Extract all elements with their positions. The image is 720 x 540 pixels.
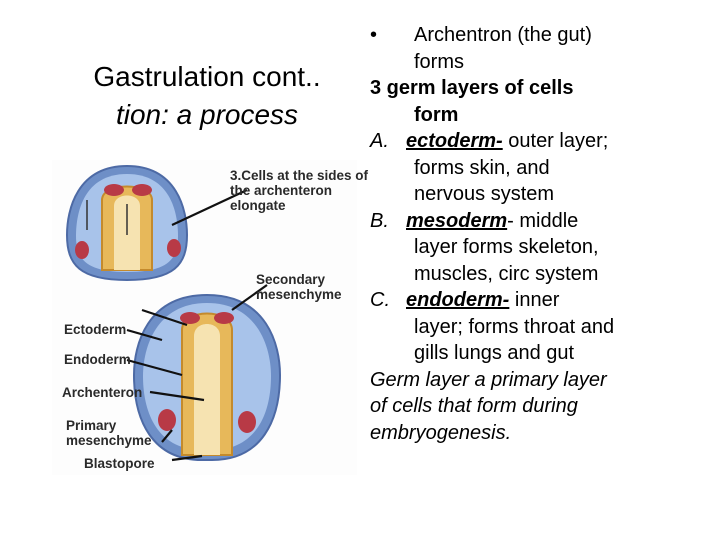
item-b-2: layer forms skeleton,	[414, 236, 599, 258]
item-c-2: layer; forms throat and	[414, 315, 615, 338]
label-blastopore: Blastopore	[84, 456, 155, 471]
label-archenteron: Archenteron	[62, 385, 143, 400]
definition-2: of cells that form during	[370, 395, 578, 417]
item-a-2: forms skin, and	[414, 156, 550, 179]
label-endoderm: Endoderm	[64, 352, 131, 367]
label-cells-elongate: 3.Cells at the sides of the archenteron …	[230, 168, 369, 213]
item-c-3: gills lungs and gut	[414, 342, 575, 364]
content-text: •Archentron (the gut) forms 3 germ layer…	[370, 22, 710, 446]
embryo-bottom	[132, 293, 282, 461]
item-b: B.mesoderm- middle	[370, 209, 579, 232]
label-primary-mesenchyme: Primary mesenchyme	[66, 418, 152, 448]
item-c: C.endoderm- inner	[370, 289, 560, 311]
definition-3: embryogenesis.	[370, 421, 512, 444]
item-a: A.ectoderm- outer layer;	[370, 130, 609, 152]
item-a-3: nervous system	[414, 183, 555, 205]
bullet-line-1: •Archentron (the gut)	[370, 24, 592, 46]
gastrulation-figure: 3.Cells at the sides of the archenteron …	[52, 160, 368, 475]
germ-layers-heading: 3 germ layers of cells	[370, 77, 574, 99]
slide-title: Gastrulation cont.. tion: a process	[62, 58, 352, 134]
title-line-1: Gastrulation cont..	[93, 61, 321, 92]
embryo-diagram	[65, 164, 282, 462]
germ-layers-heading-2: form	[414, 103, 459, 126]
bullet-line-1b: forms	[414, 50, 464, 73]
pointer-lines	[126, 189, 268, 462]
title-line-2: tion: a process	[115, 99, 299, 130]
label-ectoderm: Ectoderm	[64, 322, 127, 337]
definition-1: Germ layer a primary layer	[370, 368, 607, 391]
label-secondary-mesenchyme: Secondary mesenchyme	[256, 272, 342, 302]
item-b-3: muscles, circ system	[414, 262, 599, 285]
embryo-top	[65, 164, 189, 282]
